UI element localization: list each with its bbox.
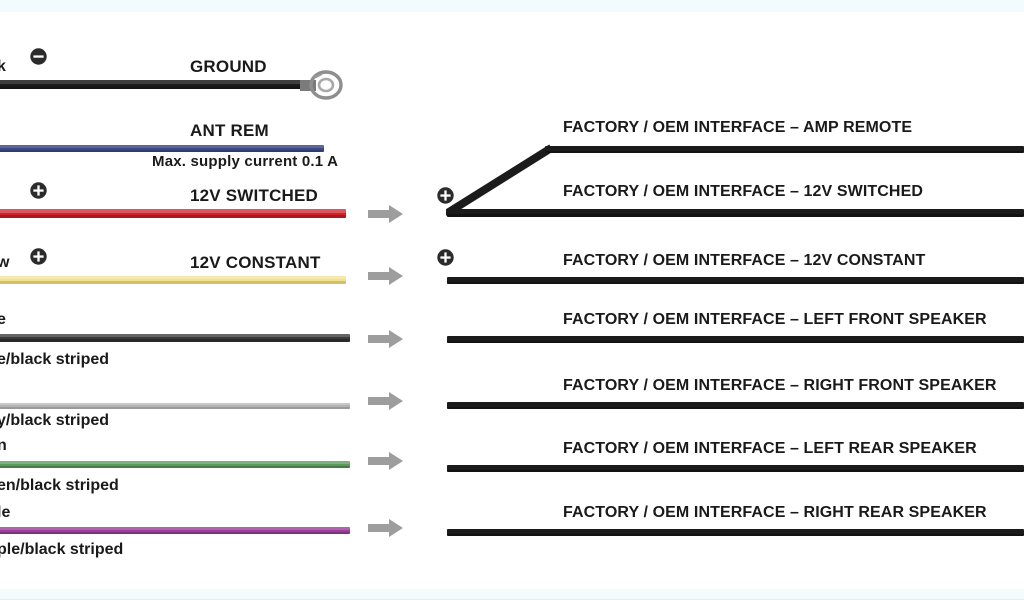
oem-label-12v-constant: FACTORY / OEM INTERFACE – 12V CONSTANT — [563, 252, 926, 269]
oem-label-left-rear-speaker: FACTORY / OEM INTERFACE – LEFT REAR SPEA… — [563, 440, 977, 457]
ring-terminal-ground — [300, 70, 344, 100]
oem-line-right-front-speaker — [447, 402, 1024, 409]
wire-color-label-white: e — [0, 311, 6, 328]
connector-arrow-right-front-speaker — [368, 392, 403, 410]
polarity-badge-plus-oem-12v-switched — [437, 187, 454, 204]
connector-arrow-left-front-speaker — [368, 330, 403, 348]
wire-right-front-speaker — [0, 403, 350, 409]
wire-color-label-purple-black-striped: ple/black striped — [0, 541, 124, 558]
max-supply-current-note: Max. supply current 0.1 A — [152, 153, 339, 170]
wire-color-label-gray-black-striped: y/black striped — [0, 412, 110, 429]
wire-12v-switched — [0, 209, 346, 218]
wire-ant-rem — [0, 145, 324, 152]
connector-arrow-12v-constant — [368, 267, 403, 285]
oem-label-right-rear-speaker: FACTORY / OEM INTERFACE – RIGHT REAR SPE… — [563, 504, 987, 521]
wire-ground — [0, 80, 304, 89]
amp-remote-branch-wire — [446, 140, 566, 216]
oem-label-left-front-speaker: FACTORY / OEM INTERFACE – LEFT FRONT SPE… — [563, 311, 987, 328]
oem-label-amp-remote: FACTORY / OEM INTERFACE – AMP REMOTE — [563, 119, 913, 136]
wire-color-label-green-black-striped: en/black striped — [0, 477, 119, 494]
wire-12v-constant — [0, 276, 346, 284]
wire-color-label-purple: le — [0, 504, 11, 521]
wire-color-label-yellow: w — [0, 254, 10, 271]
page-tint-bottom — [0, 589, 1024, 600]
connector-arrow-left-rear-speaker — [368, 452, 403, 470]
polarity-badge-plus-oem-12v-constant — [437, 249, 454, 266]
oem-line-left-front-speaker — [447, 336, 1024, 343]
wire-color-label-black: k — [0, 58, 6, 75]
oem-label-12v-switched: FACTORY / OEM INTERFACE – 12V SWITCHED — [563, 183, 924, 200]
wire-left-front-speaker — [0, 334, 350, 342]
oem-label-right-front-speaker: FACTORY / OEM INTERFACE – RIGHT FRONT SP… — [563, 377, 997, 394]
wire-left-rear-speaker — [0, 461, 350, 468]
polarity-badge-minus-ground — [30, 48, 47, 65]
oem-line-right-rear-speaker — [447, 529, 1024, 536]
polarity-badge-plus-12v-constant — [30, 248, 47, 265]
wire-color-label-green: n — [0, 437, 7, 454]
connector-arrow-12v-switched — [368, 205, 403, 223]
oem-line-12v-switched — [447, 209, 1024, 217]
connector-arrow-right-rear-speaker — [368, 519, 403, 537]
oem-line-12v-constant — [447, 277, 1024, 284]
wire-color-label-white-black-striped: e/black striped — [0, 351, 110, 368]
function-label-12v-switched: 12V SWITCHED — [190, 186, 319, 205]
wire-right-rear-speaker — [0, 527, 350, 534]
oem-line-left-rear-speaker — [447, 465, 1024, 472]
function-label-ground: GROUND — [190, 57, 267, 76]
function-label-12v-constant: 12V CONSTANT — [190, 253, 321, 272]
function-label-ant-rem: ANT REM — [190, 121, 269, 140]
oem-line-amp-remote — [545, 146, 1024, 153]
polarity-badge-plus-12v-switched — [30, 182, 47, 199]
page-tint-top — [0, 0, 1024, 12]
